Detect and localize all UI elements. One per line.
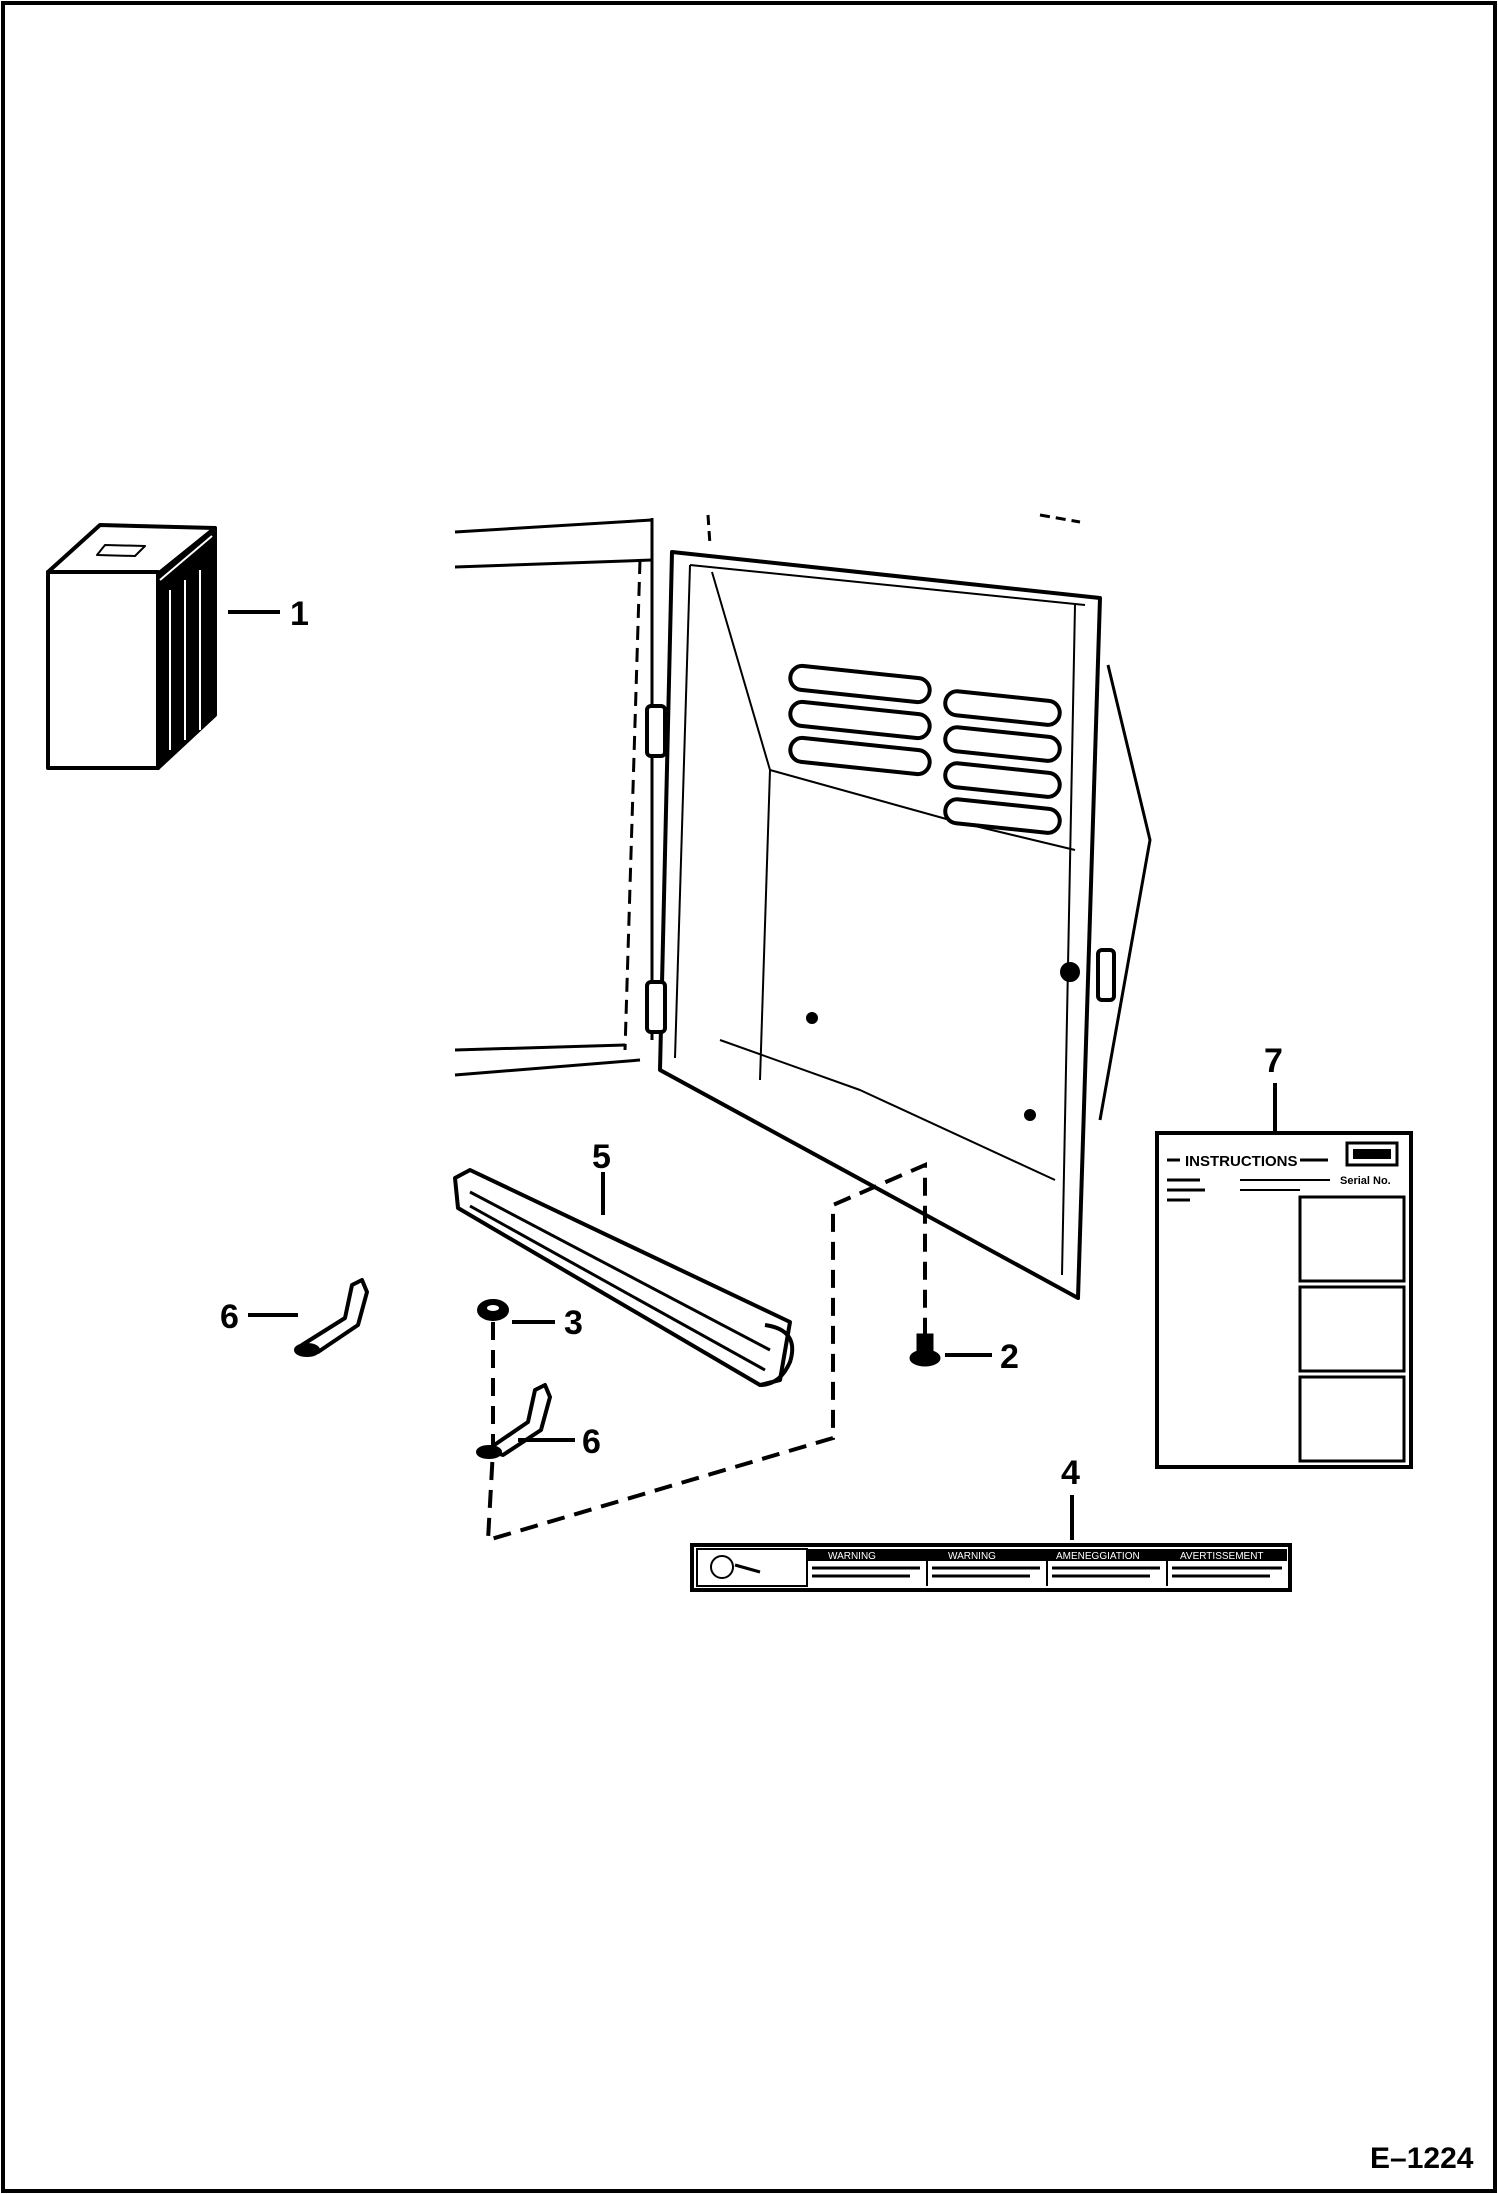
- callout-6a: 6: [220, 1298, 239, 1336]
- part-6-clip-left: [294, 1278, 369, 1357]
- assembly-dashed-line: [485, 1161, 927, 1543]
- warning-panel-1: WARNING: [828, 1551, 876, 1562]
- part-4-warning-decal: WARNING WARNING AMENEGGIATION AVERTISSEM…: [690, 1543, 1292, 1592]
- part-1-box: [46, 523, 217, 770]
- figure-id: E–1224: [1370, 2142, 1474, 2175]
- callout-6b: 6: [582, 1423, 601, 1461]
- part-7-instruction-decal: INSTRUCTIONS Serial No.: [1155, 1131, 1413, 1469]
- warning-panel-2: WARNING: [948, 1551, 996, 1562]
- callout-2: 2: [1000, 1338, 1019, 1376]
- callout-3: 3: [564, 1304, 583, 1342]
- warning-panel-3: AMENEGGIATION: [1056, 1551, 1140, 1562]
- decal-serial-label: Serial No.: [1340, 1175, 1391, 1187]
- rear-door-panel: [645, 550, 1152, 1300]
- part-6-clip-center: [476, 1383, 552, 1459]
- callout-1: 1: [290, 595, 309, 633]
- part-5-door-seal: [453, 1168, 795, 1387]
- warning-panel-4: AVERTISSEMENT: [1180, 1551, 1264, 1562]
- part-2-bolt: [909, 1333, 941, 1367]
- callout-7: 7: [1264, 1042, 1283, 1080]
- part-3-nut: [477, 1299, 509, 1321]
- machine-frame-context: [454, 513, 1081, 1077]
- callout-4: 4: [1061, 1454, 1080, 1492]
- door-vent-slots: [788, 663, 1062, 835]
- callout-5: 5: [592, 1138, 611, 1176]
- decal-instructions-heading: INSTRUCTIONS: [1185, 1153, 1298, 1170]
